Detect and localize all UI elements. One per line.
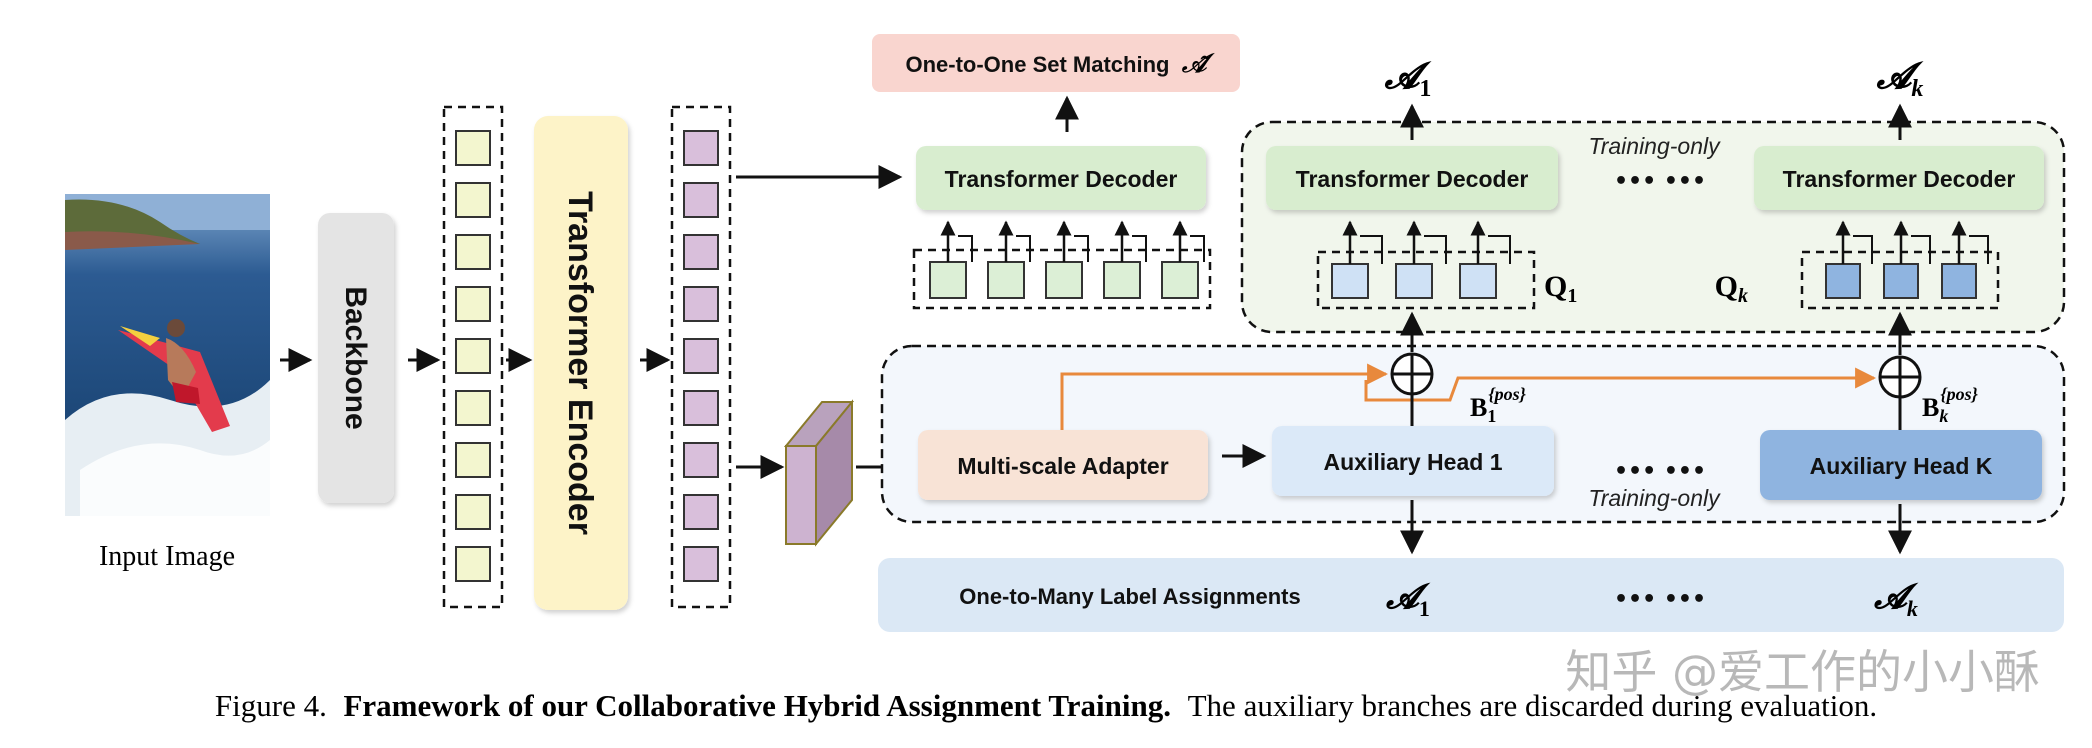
feature-tokens-purple bbox=[670, 105, 732, 609]
label-assign-a1: 𝓐1 bbox=[1385, 579, 1431, 621]
training-only-label-top: Training-only bbox=[1588, 133, 1721, 159]
main-decoder-label: Transformer Decoder bbox=[945, 166, 1178, 192]
svg-text:One-to-One Set Matching: One-to-One Set Matching 𝒜̃ bbox=[905, 49, 1215, 78]
aux-transformer-decoder-1: Transformer Decoder bbox=[1266, 146, 1558, 210]
figure-caption: Figure 4. Framework of our Collaborative… bbox=[215, 688, 1877, 723]
multi-scale-adapter: Multi-scale Adapter bbox=[918, 430, 1208, 500]
caption-bold: Framework of our Collaborative Hybrid As… bbox=[343, 688, 1171, 723]
queries-q1 bbox=[1316, 220, 1536, 310]
watermark: 知乎 @爱工作的小小酥 bbox=[1565, 645, 2040, 699]
one-to-many-label-assignments: One-to-Many Label Assignments 𝓐1 ••• •••… bbox=[878, 558, 2064, 632]
input-image bbox=[65, 194, 270, 516]
one-to-one-label: One-to-One Set Matching bbox=[905, 52, 1169, 77]
adapter-label: Multi-scale Adapter bbox=[957, 453, 1168, 479]
label-assignments-label: One-to-Many Label Assignments bbox=[959, 584, 1300, 609]
aux-head-k-label: Auxiliary Head K bbox=[1810, 453, 1993, 479]
b1-pos-label: B1{pos} bbox=[1470, 384, 1527, 426]
q1-label: Q1 bbox=[1544, 270, 1577, 307]
transformer-encoder-block: Transformer Encoder bbox=[534, 116, 628, 610]
feature-tokens-yellow bbox=[442, 105, 504, 609]
orange-arrow-adapter-to-adder-1 bbox=[1060, 363, 1389, 450]
backbone-block: Backbone bbox=[318, 213, 394, 503]
aux-head-1-label: Auxiliary Head 1 bbox=[1324, 449, 1503, 475]
multi-scale-feature-slab bbox=[783, 399, 855, 547]
adder-k bbox=[1878, 355, 1922, 399]
auxiliary-head-k: Auxiliary Head K bbox=[1760, 430, 2042, 500]
aux-decoder-k-label: Transformer Decoder bbox=[1783, 166, 2016, 192]
bk-pos-label: Bk{pos} bbox=[1922, 384, 1979, 426]
transformer-encoder-label: Transformer Encoder bbox=[561, 191, 599, 535]
output-ak-top: 𝓐k bbox=[1876, 56, 1924, 102]
backbone-label: Backbone bbox=[339, 286, 372, 429]
input-image-label: Input Image bbox=[99, 541, 235, 572]
ellipsis-decoders: ••• ••• bbox=[1614, 169, 1706, 194]
main-queries bbox=[912, 220, 1212, 310]
auxiliary-head-1: Auxiliary Head 1 bbox=[1272, 426, 1554, 496]
adder-1 bbox=[1390, 352, 1434, 396]
one-to-one-set-matching: One-to-One Set Matching 𝒜̃ bbox=[872, 34, 1240, 92]
queries-qk bbox=[1800, 220, 2000, 310]
caption-rest: The auxiliary branches are discarded dur… bbox=[1188, 688, 1877, 723]
qk-label: Qk bbox=[1715, 270, 1748, 307]
orange-arrow-to-adder-k bbox=[1364, 367, 1877, 402]
main-transformer-decoder: Transformer Decoder bbox=[916, 146, 1206, 210]
aux-transformer-decoder-k: Transformer Decoder bbox=[1754, 146, 2044, 210]
output-a1-top: 𝓐1 bbox=[1384, 56, 1432, 102]
caption-prefix: Figure 4. bbox=[215, 688, 327, 723]
ellipsis-heads: ••• ••• bbox=[1614, 459, 1706, 484]
training-only-label-bottom: Training-only bbox=[1588, 485, 1721, 511]
ellipsis-assignments: ••• ••• bbox=[1614, 587, 1706, 612]
aux-decoder-1-label: Transformer Decoder bbox=[1296, 166, 1529, 192]
